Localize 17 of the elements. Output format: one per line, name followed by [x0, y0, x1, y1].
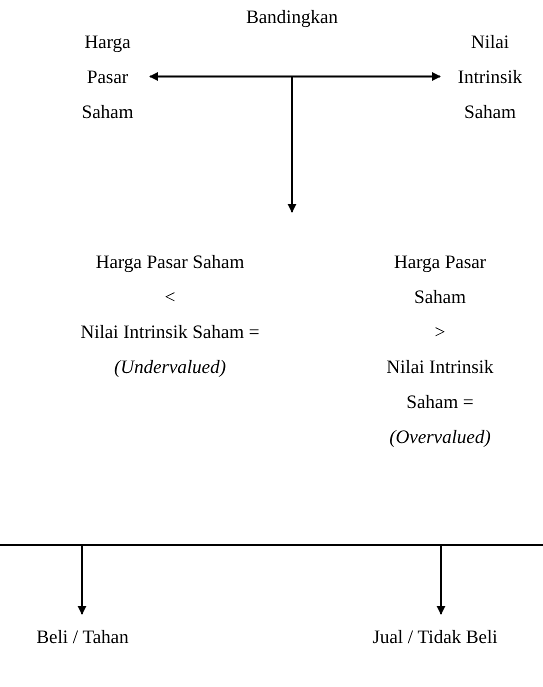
node-text: > [434, 321, 446, 345]
node-text: Nilai Intrinsik Saham [456, 31, 524, 125]
node-text: Bandingkan [245, 6, 339, 30]
arrow [436, 546, 446, 615]
node-text: Nilai Intrinsik Saham = [79, 321, 261, 345]
node-text: Harga Pasar Saham [393, 251, 487, 310]
node-text: Harga Pasar Saham [80, 31, 134, 125]
node-text: < [164, 286, 176, 310]
arrow [288, 77, 296, 213]
node-text: Jual / Tidak Beli [371, 626, 499, 650]
node-text: (Undervalued) [113, 356, 227, 380]
node-text: (Overvalued) [388, 426, 492, 450]
node-text: Beli / Tahan [35, 626, 130, 650]
node-text: Nilai Intrinsik Saham = [385, 356, 495, 415]
node-text: Harga Pasar Saham [94, 251, 246, 275]
arrow [78, 546, 86, 615]
double-arrow [149, 72, 441, 81]
